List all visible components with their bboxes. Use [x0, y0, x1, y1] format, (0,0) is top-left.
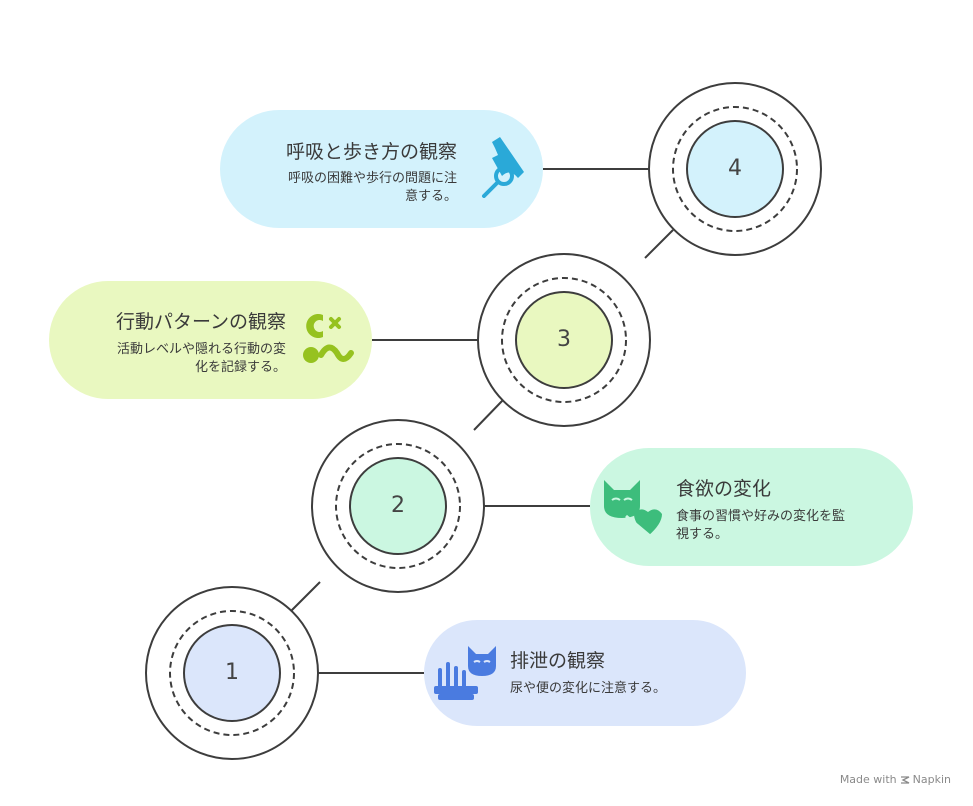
napkin-logo-icon [900, 775, 909, 784]
step-ring-4 [648, 82, 822, 256]
step-desc-3: 活動レベルや隠れる行動の変 化を記録する。 [117, 341, 286, 377]
step-desc-2-line1: 食事の習慣や好みの変化を監 [676, 509, 846, 524]
step-title-3: 行動パターンの観察 [115, 311, 286, 333]
step-desc-2-line2: 視する。 [676, 527, 729, 542]
stethoscope-icon [482, 137, 524, 198]
step-desc-3-line2: 化を記録する。 [194, 360, 286, 375]
made-with-label: Made with [839, 773, 897, 786]
step-number-2: 2 [391, 493, 405, 518]
step-card-3: 行動パターンの観察 活動レベルや隠れる行動の変 化を記録する。 [49, 281, 372, 399]
step-desc-1: 尿や便の変化に注意する。 [510, 680, 666, 698]
napkin-brand: Napkin [912, 773, 951, 786]
step-circle-4 [686, 120, 784, 218]
step-desc-4: 呼吸の困難や歩行の問題に注 意する。 [288, 170, 457, 206]
step-desc-3-line1: 活動レベルや隠れる行動の変 [116, 342, 286, 357]
step-number-4: 4 [728, 156, 742, 181]
step-desc-4-line1: 呼吸の困難や歩行の問題に注 [287, 171, 457, 186]
step-desc-1-line1: 尿や便の変化に注意する。 [510, 681, 667, 696]
step-card-1: 排泄の観察 尿や便の変化に注意する。 [424, 620, 746, 726]
cat-broken-heart-icon [604, 480, 662, 538]
step-number-3: 3 [557, 327, 571, 352]
step-ring-1 [145, 586, 319, 760]
step-desc-2: 食事の習慣や好みの変化を監 視する。 [676, 508, 845, 544]
cat-litter-box-icon [434, 646, 496, 700]
step-title-2: 食欲の変化 [676, 478, 772, 500]
connector-2-3 [473, 399, 504, 431]
connector-1-2 [289, 581, 321, 613]
pattern-shapes-icon [303, 314, 354, 363]
step-desc-4-line2: 意する。 [404, 189, 457, 204]
step-circle-1 [183, 624, 281, 722]
step-circle-2 [349, 457, 447, 555]
step-card-4: 呼吸と歩き方の観察 呼吸の困難や歩行の問題に注 意する。 [220, 110, 543, 228]
step-title-4: 呼吸と歩き方の観察 [285, 141, 457, 163]
step-number-1: 1 [225, 660, 239, 685]
made-with-footer: Made with Napkin [840, 773, 951, 786]
step-circle-3 [515, 291, 613, 389]
connector-3-4 [644, 229, 674, 259]
step-card-2: 食欲の変化 食事の習慣や好みの変化を監 視する。 [590, 448, 913, 566]
step-ring-3 [477, 253, 651, 427]
step-title-1: 排泄の観察 [510, 650, 606, 672]
step-ring-2 [311, 419, 485, 593]
